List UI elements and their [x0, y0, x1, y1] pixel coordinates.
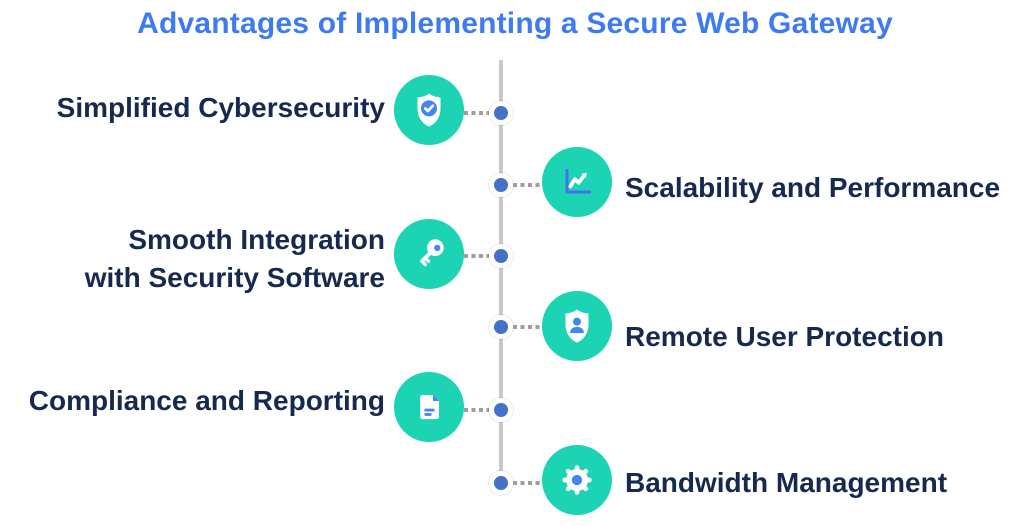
- timeline-item-icon-circle: [394, 75, 464, 145]
- timeline-item-icon-circle: [542, 147, 612, 217]
- gear-icon: [562, 465, 592, 495]
- timeline-item-label: Scalability and Performance: [625, 172, 1001, 203]
- shield-check-icon: [417, 93, 441, 127]
- timeline-item-icon-circle: [394, 372, 464, 442]
- document-icon: [420, 395, 439, 420]
- dotted-connector: [513, 325, 542, 329]
- page-title: Advantages of Implementing a Secure Web …: [137, 7, 893, 40]
- timeline-item-icon-circle: [542, 445, 612, 515]
- timeline-item-label-line: Smooth Integration: [128, 224, 385, 255]
- timeline-node: [489, 315, 513, 339]
- timeline-item-label: Bandwidth Management: [625, 467, 948, 498]
- timeline-node-dot: [494, 403, 508, 417]
- timeline-node-dot: [494, 320, 508, 334]
- timeline-node-dot: [494, 249, 508, 263]
- timeline-node: [489, 173, 513, 197]
- timeline-node-dot: [494, 106, 508, 120]
- dotted-connector: [464, 408, 489, 412]
- line-chart-icon: [565, 168, 591, 194]
- timeline-item-label: Remote User Protection: [625, 321, 944, 352]
- timeline-node-dot: [494, 476, 508, 490]
- timeline-node: [489, 398, 513, 422]
- timeline-item-label-line: with Security Software: [84, 262, 385, 293]
- timeline-node: [489, 244, 513, 268]
- timeline-item-label: Smooth Integration with Security Softwar…: [85, 221, 385, 297]
- timeline-node: [489, 101, 513, 125]
- dotted-connector: [464, 254, 489, 258]
- timeline-item-label: Compliance and Reporting: [28, 385, 385, 416]
- key-icon: [420, 239, 444, 267]
- dotted-connector: [464, 111, 489, 115]
- shield-user-icon: [565, 309, 589, 343]
- timeline-item-icon-circle: [542, 291, 612, 361]
- timeline-item-label: Simplified Cybersecurity: [56, 92, 385, 123]
- dotted-connector: [513, 481, 542, 485]
- timeline-node-dot: [494, 178, 508, 192]
- dotted-connector: [513, 183, 542, 187]
- timeline-axis: [499, 60, 503, 483]
- timeline-node: [489, 471, 513, 495]
- timeline-item-icon-circle: [394, 219, 464, 289]
